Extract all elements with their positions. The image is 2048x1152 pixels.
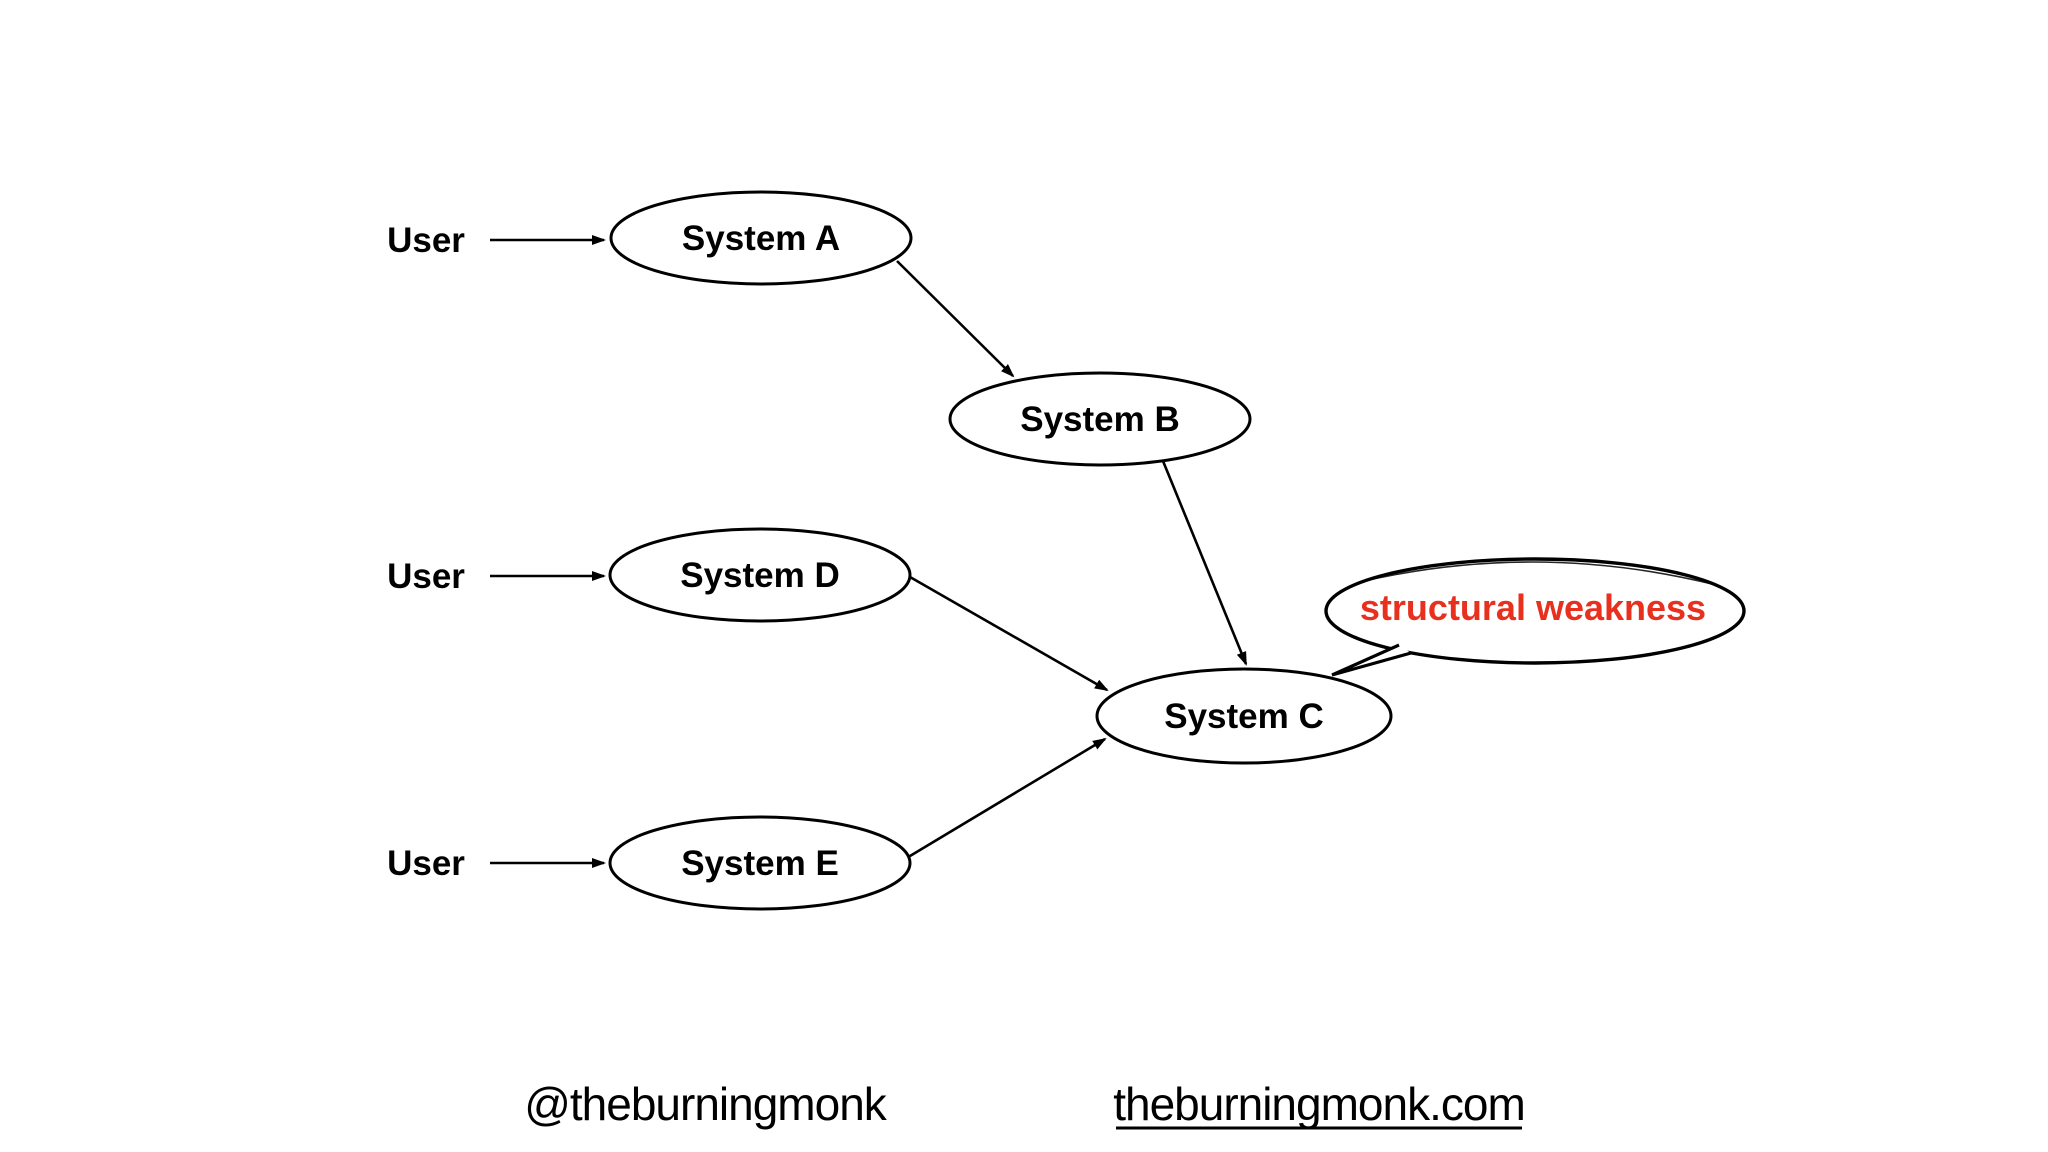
user-label-1: User — [387, 221, 465, 260]
footer-website-link[interactable]: theburningmonk.com — [1113, 1078, 1526, 1130]
user-label-2: User — [387, 557, 465, 596]
system-d-label: System D — [680, 556, 840, 595]
arrow-system-d-to-system-c — [909, 575, 1109, 692]
system-b-label: System B — [1020, 400, 1180, 439]
arrow-system-e-to-system-c — [904, 737, 1107, 861]
system-c-label: System C — [1164, 697, 1324, 736]
user-label-3: User — [387, 844, 465, 883]
arrow-system-b-to-system-c — [1161, 460, 1248, 666]
arrow-system-a-to-system-b — [896, 260, 1015, 378]
speech-bubble-tail — [1331, 643, 1412, 677]
system-a-ellipse — [609, 190, 913, 286]
system-e-ellipse — [608, 815, 912, 911]
footer-handle: @theburningmonk — [524, 1078, 888, 1130]
system-a-label: System A — [682, 219, 840, 258]
speech-bubble — [1324, 557, 1746, 665]
system-e-label: System E — [681, 844, 839, 883]
callout-label: structural weakness — [1360, 587, 1706, 628]
speech-bubble-sketch-line — [1359, 561, 1713, 585]
system-b-ellipse — [948, 371, 1252, 467]
system-c-ellipse — [1095, 667, 1393, 765]
system-d-ellipse — [608, 527, 912, 623]
